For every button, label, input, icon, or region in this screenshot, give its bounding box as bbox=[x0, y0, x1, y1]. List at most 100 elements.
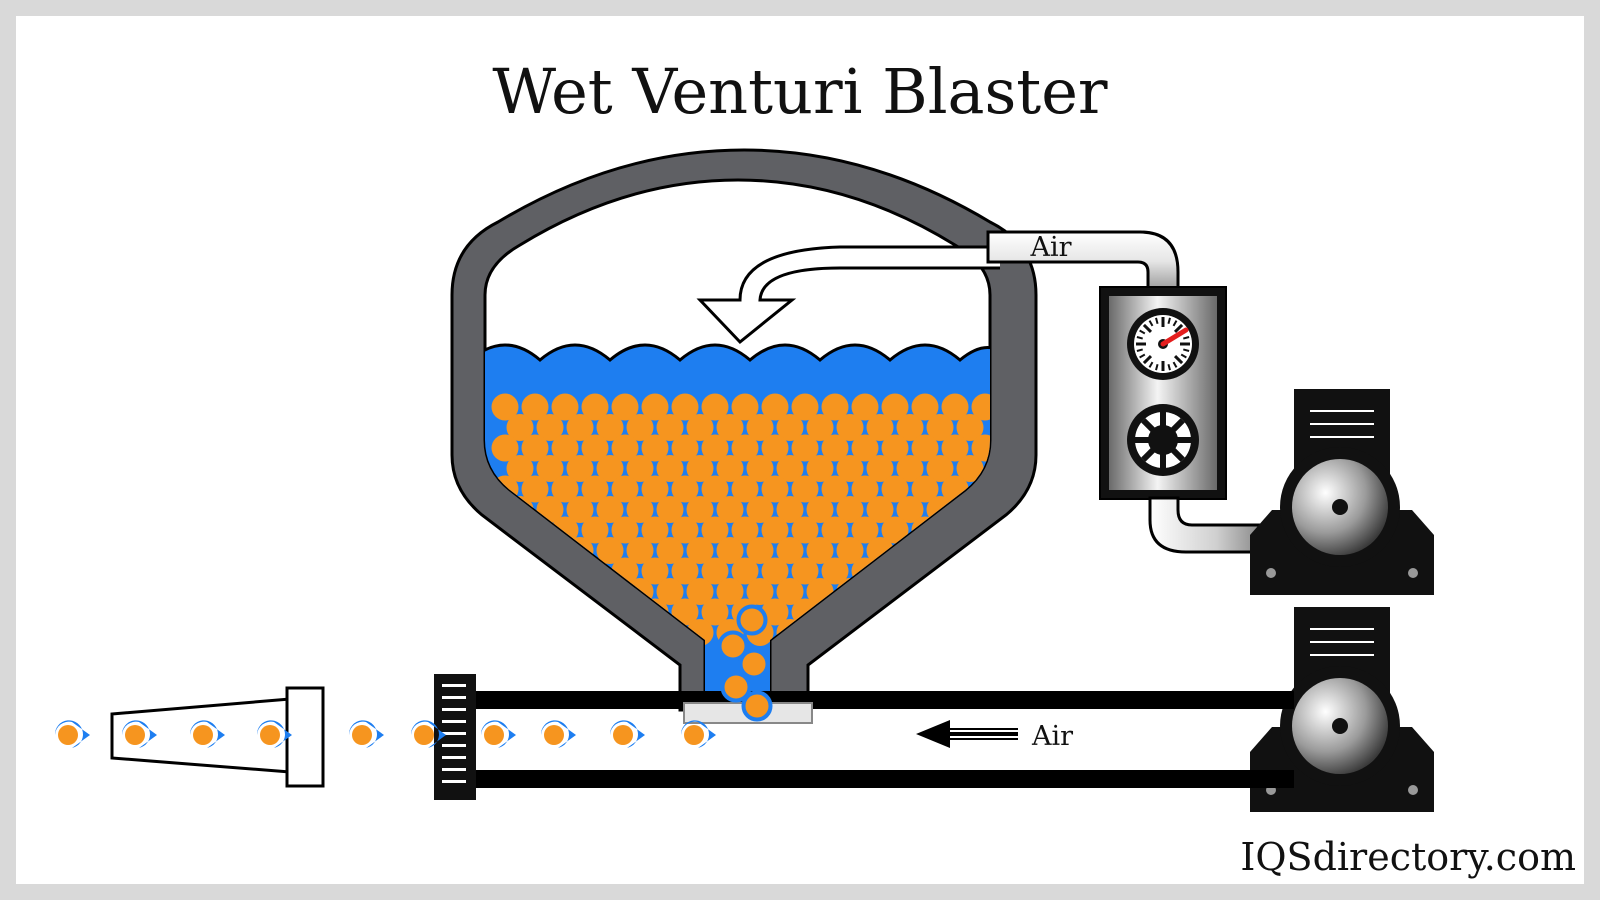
media-particle bbox=[581, 393, 609, 421]
media-particle bbox=[626, 455, 654, 482]
wet-media-droplet bbox=[480, 720, 516, 748]
media-particle bbox=[791, 434, 819, 462]
media-particle bbox=[626, 414, 654, 441]
media-particle bbox=[641, 557, 669, 585]
media-particle bbox=[956, 455, 984, 482]
media-particle bbox=[671, 475, 699, 503]
media-particle bbox=[911, 434, 939, 462]
media-particle bbox=[521, 434, 549, 462]
media-particle bbox=[806, 537, 834, 564]
media-particle bbox=[701, 516, 729, 544]
media-particle bbox=[926, 455, 954, 482]
media-particle bbox=[791, 516, 819, 544]
media-particle bbox=[866, 496, 894, 523]
media-particle bbox=[717, 630, 749, 662]
media-particle bbox=[581, 475, 609, 503]
media-particle bbox=[836, 496, 864, 523]
media-particle bbox=[596, 414, 624, 441]
media-particle bbox=[716, 414, 744, 441]
media-particle bbox=[761, 516, 789, 544]
media-particle bbox=[761, 598, 789, 626]
media-particle bbox=[686, 414, 714, 441]
media-particle bbox=[741, 690, 773, 722]
pressure-gauge bbox=[1127, 308, 1199, 380]
media-particle bbox=[761, 557, 789, 585]
media-particle bbox=[746, 537, 774, 564]
media-particle bbox=[896, 455, 924, 482]
media-particle bbox=[626, 537, 654, 564]
wet-media-droplet bbox=[121, 720, 157, 748]
media-particle bbox=[821, 434, 849, 462]
media-particle bbox=[641, 516, 669, 544]
media-particle bbox=[911, 475, 939, 503]
wet-media-droplet bbox=[256, 720, 292, 748]
media-particle bbox=[761, 434, 789, 462]
media-particle bbox=[686, 578, 714, 605]
air-flow-arrow bbox=[916, 720, 1018, 748]
media-particle bbox=[738, 648, 770, 680]
media-particle bbox=[566, 455, 594, 482]
blast-hose: Air bbox=[472, 691, 1294, 788]
media-particle bbox=[716, 578, 744, 605]
air-flow-label: Air bbox=[1031, 721, 1073, 752]
media-particle bbox=[836, 455, 864, 482]
brand-watermark: IQSdirectory.com bbox=[1240, 835, 1576, 879]
blast-hose-top-wall bbox=[472, 691, 1294, 709]
media-particle bbox=[656, 455, 684, 482]
gauge-needle bbox=[1160, 327, 1189, 347]
media-particle bbox=[791, 557, 819, 585]
media-particle bbox=[611, 475, 639, 503]
media-particle bbox=[736, 604, 768, 636]
media-particle bbox=[821, 393, 849, 421]
control-valve-knob bbox=[1127, 404, 1199, 476]
media-particle bbox=[551, 393, 579, 421]
media-particle bbox=[641, 393, 669, 421]
media-particle bbox=[641, 475, 669, 503]
media-particle bbox=[761, 393, 789, 421]
media-particle bbox=[791, 475, 819, 503]
media-particle bbox=[971, 393, 990, 421]
lower-compressor bbox=[1250, 607, 1434, 812]
media-particle bbox=[596, 537, 624, 564]
media-particle bbox=[596, 455, 624, 482]
media-particle bbox=[776, 578, 804, 605]
media-particle bbox=[746, 455, 774, 482]
media-particle bbox=[626, 496, 654, 523]
media-particle bbox=[581, 516, 609, 544]
wet-media-droplet bbox=[348, 720, 384, 748]
air-supply-label: Air bbox=[1029, 232, 1071, 263]
media-particle bbox=[611, 393, 639, 421]
media-particle bbox=[941, 393, 969, 421]
regulator-panel bbox=[1099, 286, 1227, 500]
media-particle bbox=[716, 496, 744, 523]
diagram-title: Wet Venturi Blaster bbox=[492, 55, 1107, 128]
wet-media-droplet bbox=[189, 720, 225, 748]
media-particle bbox=[611, 434, 639, 462]
media-particle bbox=[686, 455, 714, 482]
media-particle bbox=[686, 496, 714, 523]
media-particle bbox=[506, 455, 534, 482]
media-particle bbox=[866, 414, 894, 441]
media-particle bbox=[671, 557, 699, 585]
media-particle bbox=[701, 598, 729, 626]
wet-media-droplet bbox=[609, 720, 645, 748]
media-particle bbox=[926, 414, 954, 441]
media-particle bbox=[566, 414, 594, 441]
media-particle bbox=[611, 516, 639, 544]
media-particle bbox=[896, 414, 924, 441]
media-particle bbox=[776, 496, 804, 523]
wet-media-droplet bbox=[410, 720, 446, 748]
media-particle bbox=[851, 516, 879, 544]
media-particle bbox=[506, 414, 534, 441]
media-particle bbox=[881, 475, 909, 503]
air-supply-line: Air bbox=[986, 230, 1180, 292]
media-particle bbox=[686, 537, 714, 564]
media-particle bbox=[656, 537, 684, 564]
media-particle bbox=[851, 393, 879, 421]
media-particle bbox=[776, 414, 804, 441]
media-particle bbox=[521, 475, 549, 503]
media-particle bbox=[656, 414, 684, 441]
media-particle bbox=[720, 671, 752, 703]
media-particle bbox=[596, 496, 624, 523]
